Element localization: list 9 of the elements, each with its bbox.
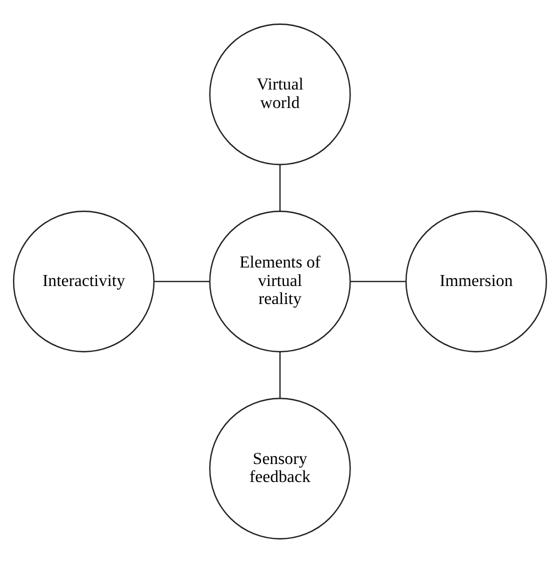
node-circle: Virtual world	[209, 24, 351, 166]
node-circle: Elements of virtual reality	[209, 210, 351, 352]
connector	[154, 280, 210, 282]
connector	[350, 280, 406, 282]
connector	[279, 164, 281, 212]
node-circle: Sensory feedback	[209, 398, 351, 540]
node-circle: Immersion	[405, 210, 548, 352]
connector	[279, 352, 281, 398]
node-circle: Interactivity	[12, 210, 155, 352]
